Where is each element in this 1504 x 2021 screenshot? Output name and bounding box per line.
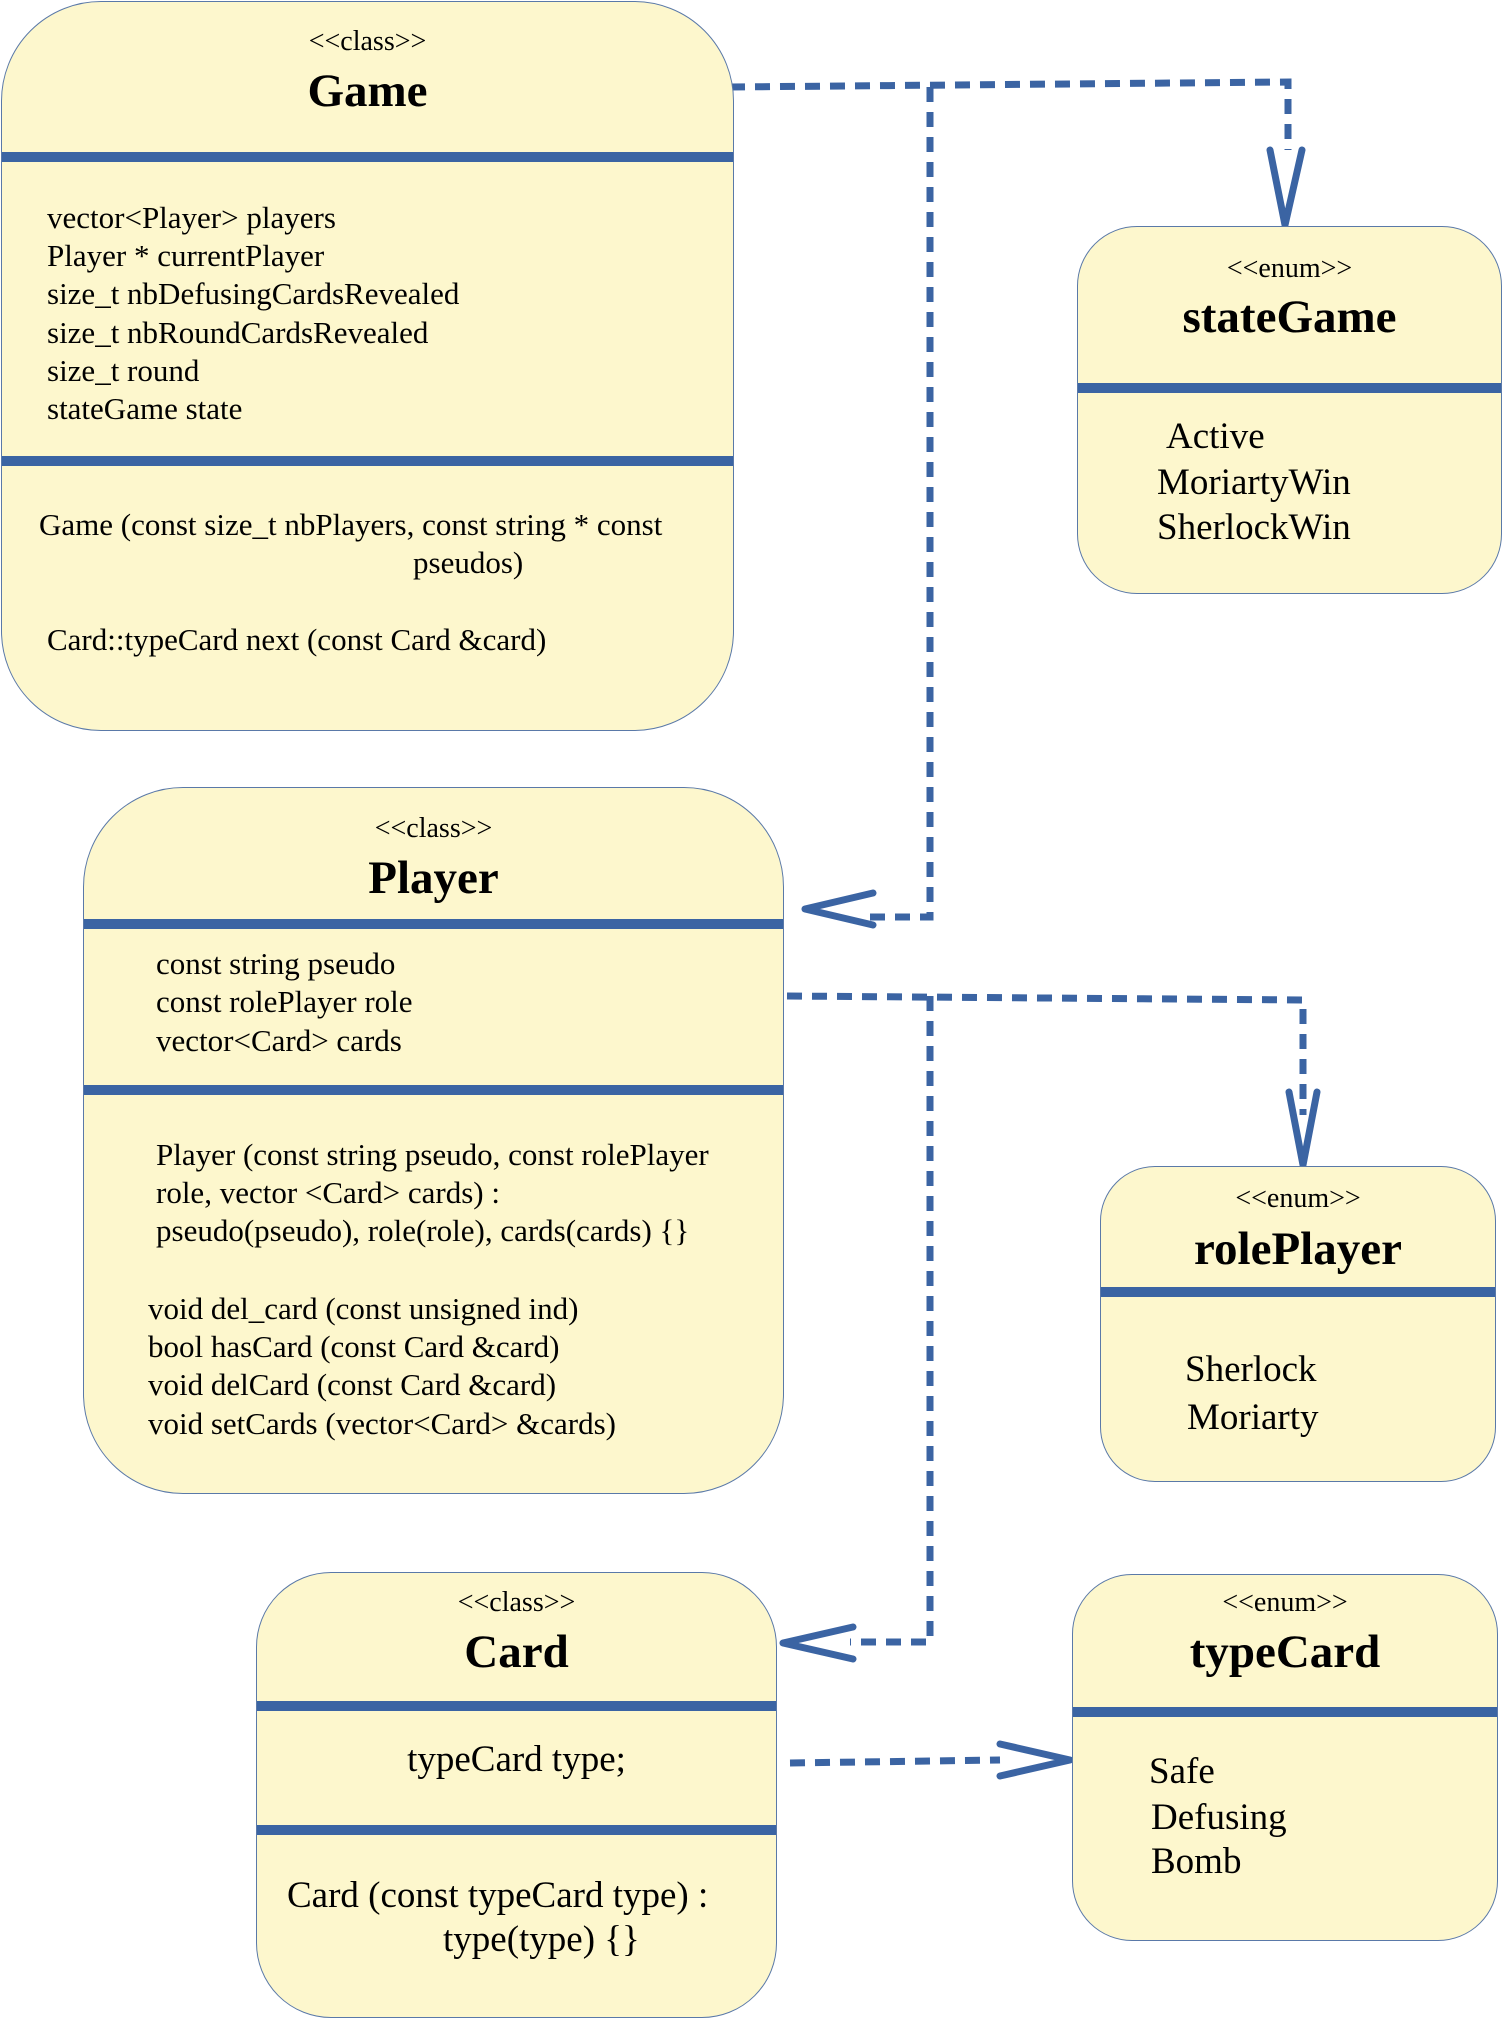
- player-attribute: vector<Card> cards: [156, 1023, 402, 1058]
- player-divider-2: [84, 1085, 783, 1095]
- typecard-divider: [1073, 1707, 1497, 1717]
- typecard-value: Defusing: [1151, 1797, 1287, 1838]
- game-divider-2: [2, 456, 733, 466]
- game-attribute: size_t round: [47, 353, 200, 388]
- typecard-title: typeCard: [1189, 1626, 1381, 1678]
- player-divider-1: [84, 919, 783, 929]
- game-constructor: Game (const size_t nbPlayers, const stri…: [39, 507, 663, 542]
- typecard-value: Bomb: [1151, 1841, 1242, 1882]
- arrow-game-to-stategame: [729, 78, 1292, 150]
- player-method: void del_card (const unsigned ind): [148, 1291, 579, 1326]
- game-title: Game: [307, 65, 428, 117]
- stategame-stereotype: <<enum>>: [1226, 253, 1353, 284]
- game-attribute: size_t nbRoundCardsRevealed: [47, 315, 429, 350]
- player-title: Player: [368, 852, 499, 904]
- roleplayer-stereotype: <<enum>>: [1235, 1183, 1361, 1214]
- game-divider-1: [2, 152, 733, 162]
- stategame-value: Active: [1166, 416, 1265, 457]
- game-attribute: Player * currentPlayer: [47, 238, 325, 273]
- stategame-enum-box: <<enum>> stateGame Active MoriartyWin Sh…: [1077, 226, 1502, 594]
- player-method: void delCard (const Card &card): [148, 1367, 557, 1402]
- stategame-value: SherlockWin: [1157, 507, 1351, 548]
- typecard-value: Safe: [1149, 1751, 1215, 1792]
- stategame-divider: [1078, 383, 1501, 393]
- player-attribute: const rolePlayer role: [156, 984, 413, 1019]
- stategame-value: MoriartyWin: [1157, 462, 1351, 503]
- card-constructor: type(type) {}: [443, 1919, 640, 1960]
- stategame-title: stateGame: [1182, 291, 1397, 343]
- arrowhead-roleplayer: [1285, 1088, 1321, 1169]
- roleplayer-value: Sherlock: [1185, 1349, 1317, 1390]
- roleplayer-enum-box: <<enum>> rolePlayer Sherlock Moriarty: [1100, 1166, 1496, 1482]
- player-method: void setCards (vector<Card> &cards): [148, 1406, 616, 1441]
- player-stereotype: <<class>>: [374, 813, 493, 844]
- arrow-player-to-card: [850, 996, 934, 1646]
- card-class-box: <<class>> Card typeCard type; Card (cons…: [256, 1572, 777, 2018]
- game-attribute: size_t nbDefusingCardsRevealed: [47, 276, 460, 311]
- arrowhead-player: [801, 889, 877, 929]
- card-divider-1: [257, 1701, 776, 1711]
- typecard-stereotype: <<enum>>: [1222, 1587, 1348, 1618]
- arrow-card-to-typecard: [789, 1756, 1001, 1767]
- player-class-box: <<class>> Player const string pseudo con…: [83, 787, 784, 1494]
- card-constructor: Card (const typeCard type) :: [287, 1875, 709, 1916]
- roleplayer-divider: [1101, 1287, 1495, 1297]
- game-class-box: <<class>> Game vector<Player> players Pl…: [1, 1, 734, 731]
- game-attribute: vector<Player> players: [47, 200, 336, 235]
- card-title: Card: [464, 1626, 569, 1678]
- arrow-player-to-roleplayer: [786, 992, 1307, 1115]
- arrowhead-stategame: [1266, 146, 1306, 229]
- roleplayer-title: rolePlayer: [1194, 1223, 1402, 1275]
- player-constructor: Player (const string pseudo, const roleP…: [156, 1137, 709, 1172]
- card-stereotype: <<class>>: [457, 1587, 576, 1618]
- game-attribute: stateGame state: [47, 391, 243, 426]
- game-stereotype: <<class>>: [308, 26, 427, 57]
- game-constructor: pseudos): [413, 545, 524, 580]
- arrowhead-card: [779, 1623, 857, 1663]
- card-divider-2: [257, 1825, 776, 1835]
- player-attribute: const string pseudo: [156, 946, 396, 981]
- player-method: bool hasCard (const Card &card): [148, 1329, 560, 1364]
- arrowhead-typecard: [996, 1740, 1074, 1780]
- arrow-game-to-player: [865, 87, 934, 921]
- player-constructor: role, vector <Card> cards) :: [156, 1175, 500, 1210]
- player-constructor: pseudo(pseudo), role(role), cards(cards)…: [156, 1213, 690, 1248]
- card-attribute: typeCard type;: [407, 1739, 626, 1780]
- game-method: Card::typeCard next (const Card &card): [47, 622, 547, 657]
- roleplayer-value: Moriarty: [1187, 1397, 1319, 1438]
- typecard-enum-box: <<enum>> typeCard Safe Defusing Bomb: [1072, 1574, 1498, 1941]
